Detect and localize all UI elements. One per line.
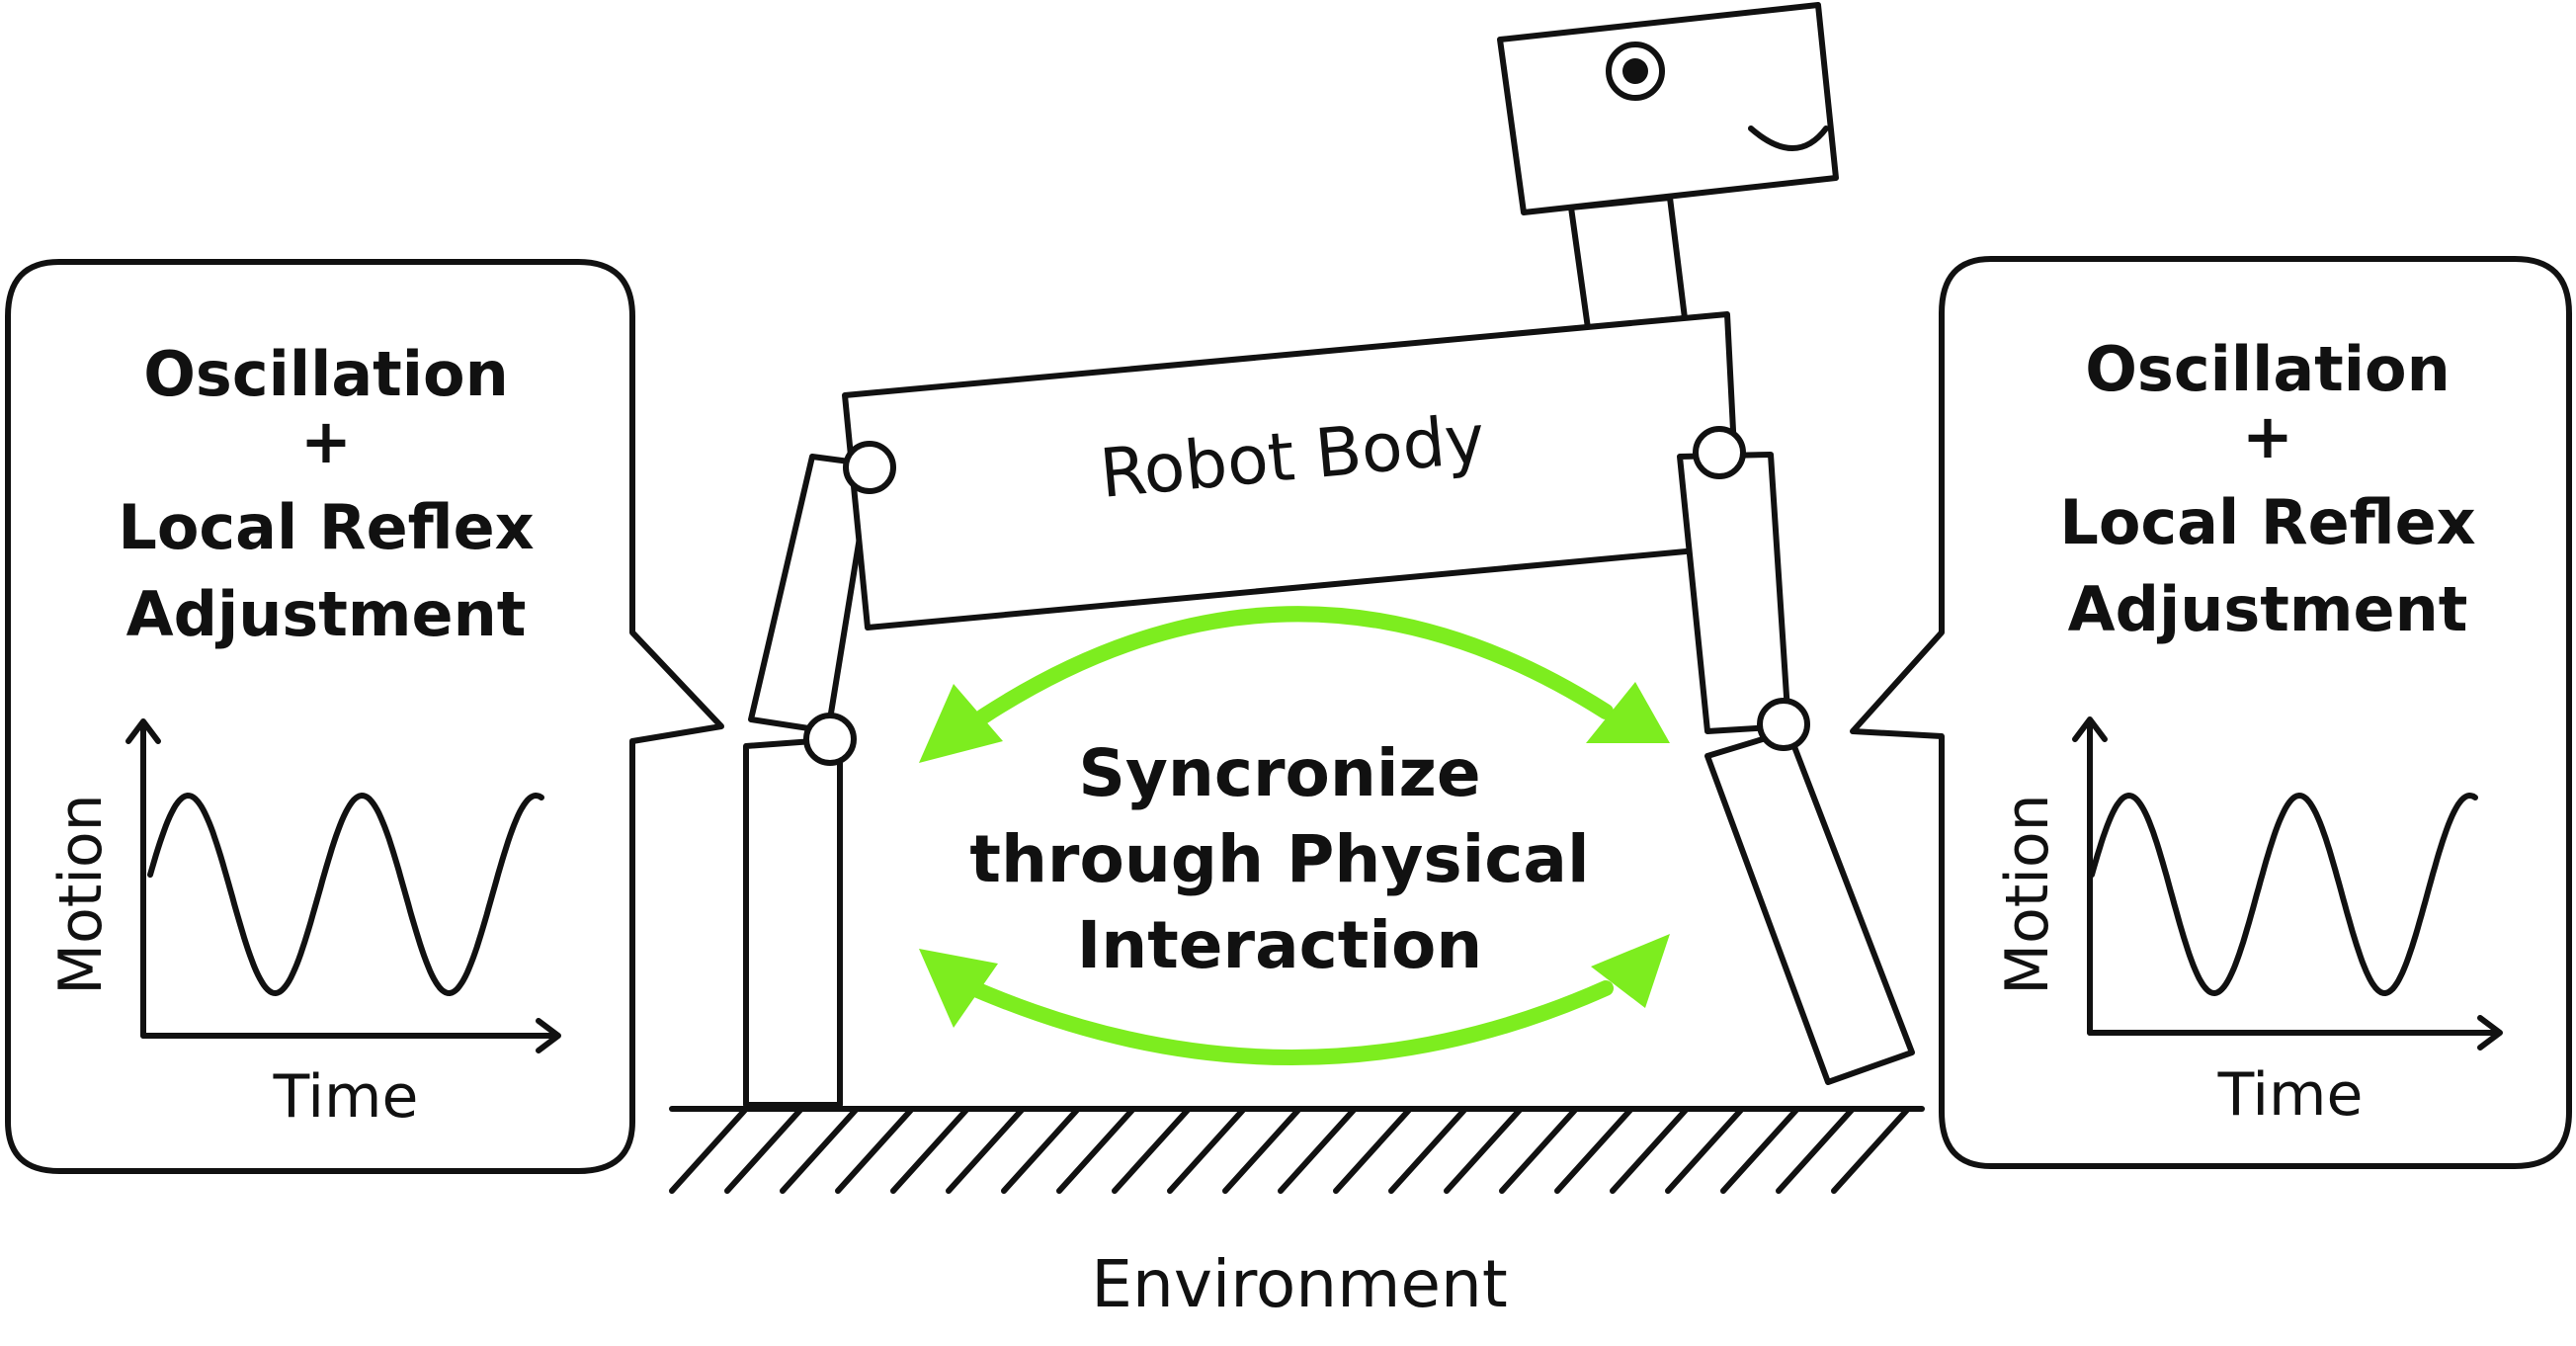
upper-sync-arrow-left-head (919, 684, 1003, 763)
left-lower-leg (743, 736, 843, 1108)
right-callout-line3: Local Reflex (2059, 486, 2475, 558)
left-motion-graph: Motion Time (46, 718, 561, 1132)
left-callout: Oscillation + Local Reflex Adjustment Mo… (5, 259, 724, 1174)
left-callout-line3: Local Reflex (118, 491, 534, 563)
ground-hatch-line (835, 1106, 915, 1194)
left-y-axis-label: Motion (46, 794, 116, 994)
ground-hatch-line (1665, 1106, 1745, 1194)
right-callout-bubble (1850, 256, 2572, 1169)
ground-hatch-line (1444, 1106, 1524, 1194)
right-x-axis-arrow (2087, 1015, 2503, 1051)
right-callout: Oscillation + Local Reflex Adjustment Mo… (1850, 256, 2572, 1169)
right-callout-line4: Adjustment (2068, 573, 2468, 645)
ground-hatching (669, 1106, 1911, 1194)
lower-sync-arrow-shaft (965, 980, 1614, 1065)
right-wave (2089, 793, 2478, 996)
ground-hatch-line (724, 1106, 804, 1194)
ground-hatch-line (1831, 1106, 1911, 1194)
environment-label: Environment (1091, 1246, 1507, 1322)
left-wave (147, 793, 544, 996)
left-hip-joint (843, 441, 896, 494)
ground-hatch-line (1278, 1106, 1358, 1194)
left-x-axis-label: Time (273, 1062, 419, 1132)
right-hip-joint (1693, 426, 1746, 479)
lower-sync-arrow-left-head (919, 949, 998, 1028)
sync-caption-line2: through Physical (969, 821, 1589, 897)
upper-sync-arrow-shaft (975, 606, 1614, 724)
ground-hatch-line (946, 1106, 1026, 1194)
left-y-axis-arrow (125, 718, 161, 1039)
ground-hatch-line (890, 1106, 970, 1194)
ground-hatch-line (1499, 1106, 1579, 1194)
ground-hatch-line (1167, 1106, 1247, 1194)
ground-hatch-line (1776, 1106, 1856, 1194)
ground-hatch-line (1001, 1106, 1081, 1194)
ground-hatch-line (1720, 1106, 1800, 1194)
right-lower-leg (1704, 728, 1915, 1085)
right-y-axis-label: Motion (1993, 794, 2062, 994)
ground-hatch-line (780, 1106, 860, 1194)
robot-neck (1568, 195, 1688, 331)
right-knee-joint (1757, 698, 1810, 751)
robot-eye (1606, 42, 1665, 101)
right-callout-line1: Oscillation (2085, 333, 2451, 405)
left-callout-line2: + (300, 405, 352, 477)
robot: Robot Body (743, 2, 1915, 1108)
left-callout-bubble (5, 259, 724, 1174)
left-callout-line1: Oscillation (143, 338, 509, 410)
left-x-axis-arrow (140, 1018, 561, 1053)
right-x-axis-label: Time (2217, 1060, 2364, 1130)
left-knee-joint (803, 713, 857, 766)
ground-hatch-line (1112, 1106, 1192, 1194)
ground-hatch-line (1554, 1106, 1634, 1194)
sync-caption-line3: Interaction (1077, 907, 1483, 983)
right-callout-line2: + (2242, 400, 2293, 472)
ground-hatch-line (669, 1106, 749, 1194)
upper-sync-arrow-right-head (1586, 682, 1670, 743)
ground-hatch-line (1222, 1106, 1302, 1194)
left-callout-line4: Adjustment (126, 578, 527, 650)
ground-hatch-line (1388, 1106, 1468, 1194)
right-motion-graph: Motion Time (1993, 716, 2503, 1130)
robot-mouth (1748, 126, 1829, 151)
ground-hatch-line (1056, 1106, 1136, 1194)
ground-hatch-line (1333, 1106, 1413, 1194)
lower-sync-arrow-right-head (1591, 934, 1670, 1008)
right-upper-leg (1677, 452, 1791, 734)
ground-hatch-line (1610, 1106, 1690, 1194)
ground: Environment (669, 1106, 1925, 1322)
robot-head (1497, 2, 1839, 215)
sync-caption: Syncronize through Physical Interaction (969, 735, 1589, 983)
sync-caption-line1: Syncronize (1078, 735, 1480, 811)
sync-arrows (919, 606, 1670, 1065)
